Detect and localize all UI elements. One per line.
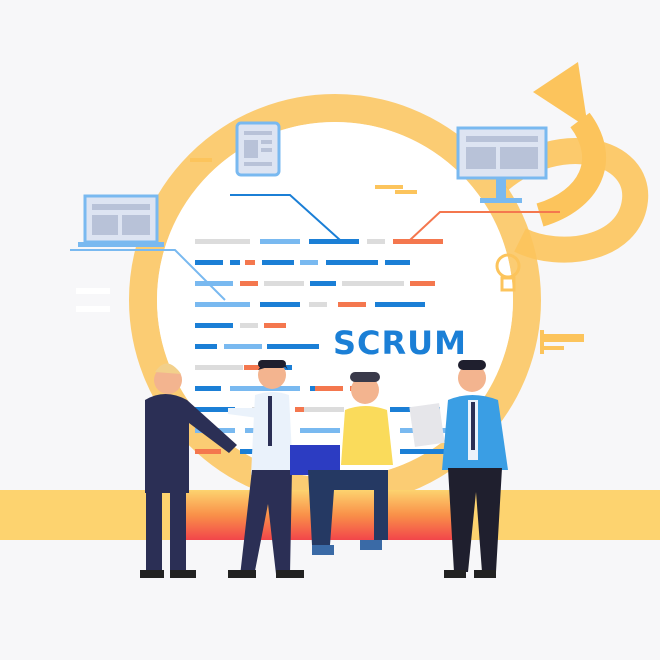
code-line-segment bbox=[262, 260, 294, 265]
person-blue-jacket bbox=[409, 360, 508, 578]
code-line-segment bbox=[240, 323, 258, 328]
code-line-segment bbox=[260, 302, 300, 307]
monitor-icon bbox=[456, 126, 548, 203]
code-line-segment bbox=[375, 302, 425, 307]
code-line-segment bbox=[195, 239, 250, 244]
code-line-segment bbox=[195, 407, 235, 412]
code-line-segment bbox=[309, 239, 359, 244]
code-line-segment bbox=[195, 260, 223, 265]
code-line-segment bbox=[367, 239, 385, 244]
code-line-segment bbox=[342, 281, 404, 286]
code-line-segment bbox=[195, 281, 233, 286]
code-line-segment bbox=[410, 281, 435, 286]
code-line-segment bbox=[224, 344, 262, 349]
code-line-segment bbox=[195, 449, 221, 454]
code-line-segment bbox=[267, 344, 319, 349]
arrow-marks bbox=[76, 288, 110, 312]
code-line-segment bbox=[264, 323, 286, 328]
code-line-segment bbox=[300, 260, 318, 265]
code-line-segment bbox=[338, 302, 366, 307]
decor-marks bbox=[190, 158, 584, 354]
code-line-segment bbox=[326, 260, 378, 265]
code-line-segment bbox=[195, 386, 221, 391]
code-line-segment bbox=[400, 449, 445, 454]
laptop-icon bbox=[78, 194, 164, 247]
code-line-segment bbox=[244, 365, 260, 370]
code-line-segment bbox=[309, 302, 327, 307]
code-line-segment bbox=[304, 407, 344, 412]
person-dark-suit bbox=[140, 363, 237, 578]
code-line-segment bbox=[260, 239, 300, 244]
code-line-segment bbox=[240, 281, 258, 286]
code-line-segment bbox=[195, 344, 217, 349]
code-line-segment bbox=[245, 260, 255, 265]
document-icon bbox=[235, 121, 281, 177]
code-line-segment bbox=[310, 281, 336, 286]
code-line-segment bbox=[264, 281, 304, 286]
code-line-segment bbox=[230, 260, 240, 265]
person-yellow-shirt bbox=[290, 372, 393, 555]
code-line-segment bbox=[385, 260, 410, 265]
code-line-segment bbox=[195, 323, 233, 328]
code-line-segment bbox=[195, 365, 243, 370]
person-white-shirt bbox=[228, 360, 304, 578]
code-line-segment bbox=[230, 386, 300, 391]
connector-lines bbox=[70, 194, 560, 301]
code-line-segment bbox=[315, 386, 343, 391]
lightbulb-icon bbox=[495, 253, 521, 292]
code-line-segment bbox=[300, 428, 340, 433]
scrum-title: SCRUM bbox=[333, 324, 467, 362]
code-line-segment bbox=[393, 239, 443, 244]
code-line-segment bbox=[195, 302, 250, 307]
